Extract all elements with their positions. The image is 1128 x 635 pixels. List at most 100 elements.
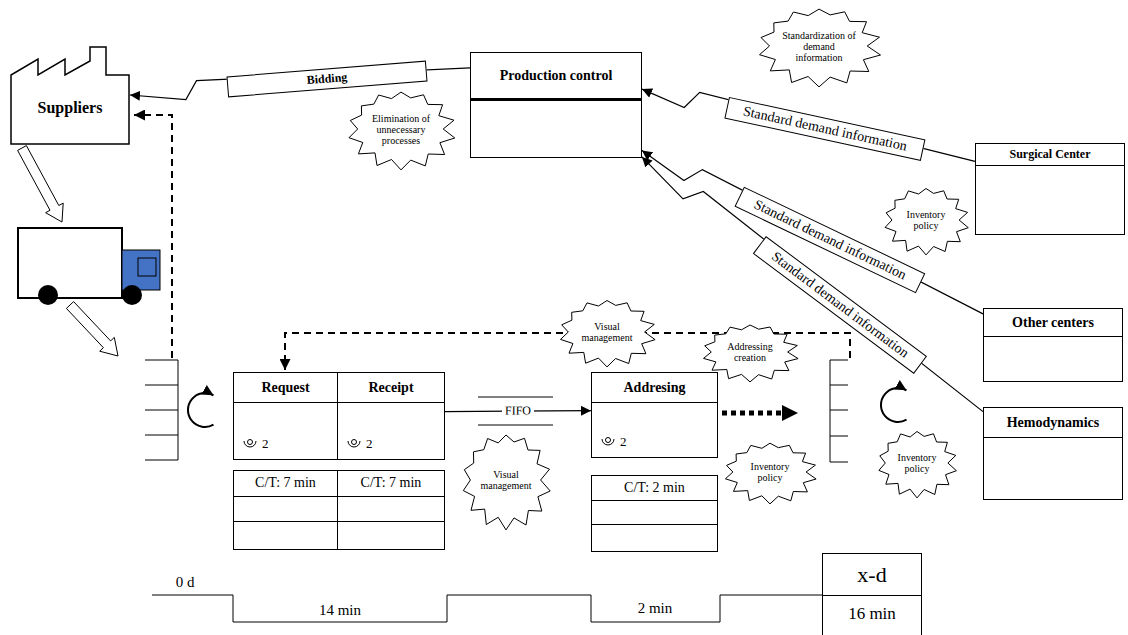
push-arrow	[722, 411, 782, 416]
box-body	[984, 337, 1122, 345]
kaizen-star	[463, 435, 550, 530]
factory-outline	[11, 47, 129, 144]
data-row	[592, 501, 717, 526]
information-label: Bidding	[227, 61, 428, 98]
supplier-factory: Suppliers	[10, 45, 130, 145]
kaizen-text: Inventory policy	[894, 452, 941, 474]
inventory-rack	[145, 360, 178, 460]
box-header: Surgical Center	[976, 144, 1124, 166]
box-title: Hemodynamics	[1007, 415, 1100, 431]
factory-icon	[10, 45, 130, 145]
kaizen-text: Inventory policy	[743, 461, 798, 483]
cycle-time: C/T: 2 min	[624, 480, 685, 496]
customer-box: Hemodynamics	[983, 407, 1123, 500]
customer-box: Other centers	[983, 308, 1123, 382]
lead-time-days: x-d	[857, 562, 886, 588]
kaizen-label: Inventory policy	[743, 461, 798, 483]
kaizen-star	[349, 92, 455, 170]
kaizen-text: Visual management	[480, 469, 533, 491]
truck-window	[138, 258, 156, 276]
process-box: Addresing 2	[591, 372, 718, 458]
kaizen-burst: Inventory policy	[722, 440, 818, 504]
lead-time-minutes: 16 min	[848, 604, 896, 624]
process-body: 2	[592, 403, 717, 456]
customer-box: Production control	[470, 52, 642, 158]
data-row: C/T: 7 min	[338, 471, 444, 497]
operator-count: 2	[620, 434, 627, 450]
kaizen-star	[760, 9, 881, 87]
kaizen-burst: Visual management	[460, 430, 552, 530]
data-row: C/T: 2 min	[592, 476, 717, 501]
data-row	[234, 497, 337, 523]
operator-icon	[346, 438, 362, 450]
data-box: C/T: 2 min	[591, 475, 718, 552]
timeline-label: 2 min	[638, 600, 673, 617]
kaizen-label: Addressing creation	[722, 341, 779, 363]
box-title: Surgical Center	[1010, 147, 1091, 162]
supplier-name: Suppliers	[10, 99, 130, 117]
cycle-time: C/T: 7 min	[361, 475, 422, 491]
withdrawal-dashed-arrow	[134, 115, 172, 358]
kaizen-text: Inventory policy	[901, 209, 952, 231]
fifo-label: FIFO	[502, 403, 534, 418]
kaizen-label: Elimination of unnecessary processes	[369, 113, 433, 146]
customer-box: Surgical Center	[975, 143, 1125, 235]
timeline-label: 0 d	[176, 574, 195, 591]
kaizen-text: Elimination of unnecessary processes	[369, 113, 433, 146]
kaizen-burst: Inventory policy	[876, 428, 958, 498]
kaizen-burst: Elimination of unnecessary processes	[345, 88, 457, 170]
process-header: Addresing	[592, 373, 717, 403]
kaizen-text: Addressing creation	[722, 341, 779, 363]
truck-body	[18, 228, 122, 298]
process-header: Receipt	[338, 373, 444, 403]
data-row	[592, 525, 717, 550]
process-title: Receipt	[368, 380, 413, 396]
kaizen-label: Standardization of demand information	[782, 30, 856, 63]
cycle-arrow	[188, 393, 214, 427]
operator-count: 2	[262, 436, 269, 452]
data-row	[338, 522, 444, 548]
process-title: Request	[261, 380, 309, 396]
kaizen-star	[561, 301, 656, 367]
box-body	[471, 101, 641, 109]
lead-time-box: x-d 16 min	[822, 553, 922, 635]
box-header: Production control	[471, 53, 641, 101]
data-box: C/T: 7 min	[337, 470, 445, 550]
process-title: Addresing	[624, 380, 686, 396]
truck-wheel	[122, 285, 142, 305]
operator-head	[606, 438, 611, 443]
operator-head	[248, 440, 253, 445]
kaizen-text: Visual management	[579, 321, 636, 343]
kaizen-label: Inventory policy	[901, 209, 952, 231]
inventory-rack	[830, 360, 848, 462]
kaizen-burst: Inventory policy	[882, 185, 970, 255]
box-title: Production control	[500, 68, 613, 84]
cycle-arrow	[881, 388, 907, 422]
kaizen-burst: Standardization of demand information	[755, 5, 883, 87]
timeline	[152, 595, 822, 622]
truck-wheel	[38, 285, 58, 305]
process-body: 2	[234, 403, 337, 458]
box-body	[976, 166, 1124, 174]
process-box: Receipt 2	[337, 372, 445, 460]
kaizen-label: Visual management	[480, 469, 533, 491]
shipment-arrow	[18, 146, 64, 222]
lead-time-lower: 16 min	[823, 596, 921, 632]
kaizen-text: Standardization of demand information	[782, 30, 856, 63]
kaizen-star	[879, 432, 957, 498]
timeline-label: 14 min	[319, 602, 361, 619]
operator-head	[352, 440, 357, 445]
box-header: Other centers	[984, 309, 1122, 337]
data-row: C/T: 7 min	[234, 471, 337, 497]
box-title: Other centers	[1012, 315, 1094, 331]
process-body: 2	[338, 403, 444, 458]
truck-cab	[122, 250, 160, 290]
kaizen-burst: Visual management	[557, 297, 657, 367]
information-flow	[642, 89, 975, 161]
process-header: Request	[234, 373, 337, 403]
lead-time-upper: x-d	[823, 554, 921, 596]
kaizen-label: Visual management	[579, 321, 636, 343]
data-row	[338, 497, 444, 523]
operator-icon	[600, 436, 616, 448]
